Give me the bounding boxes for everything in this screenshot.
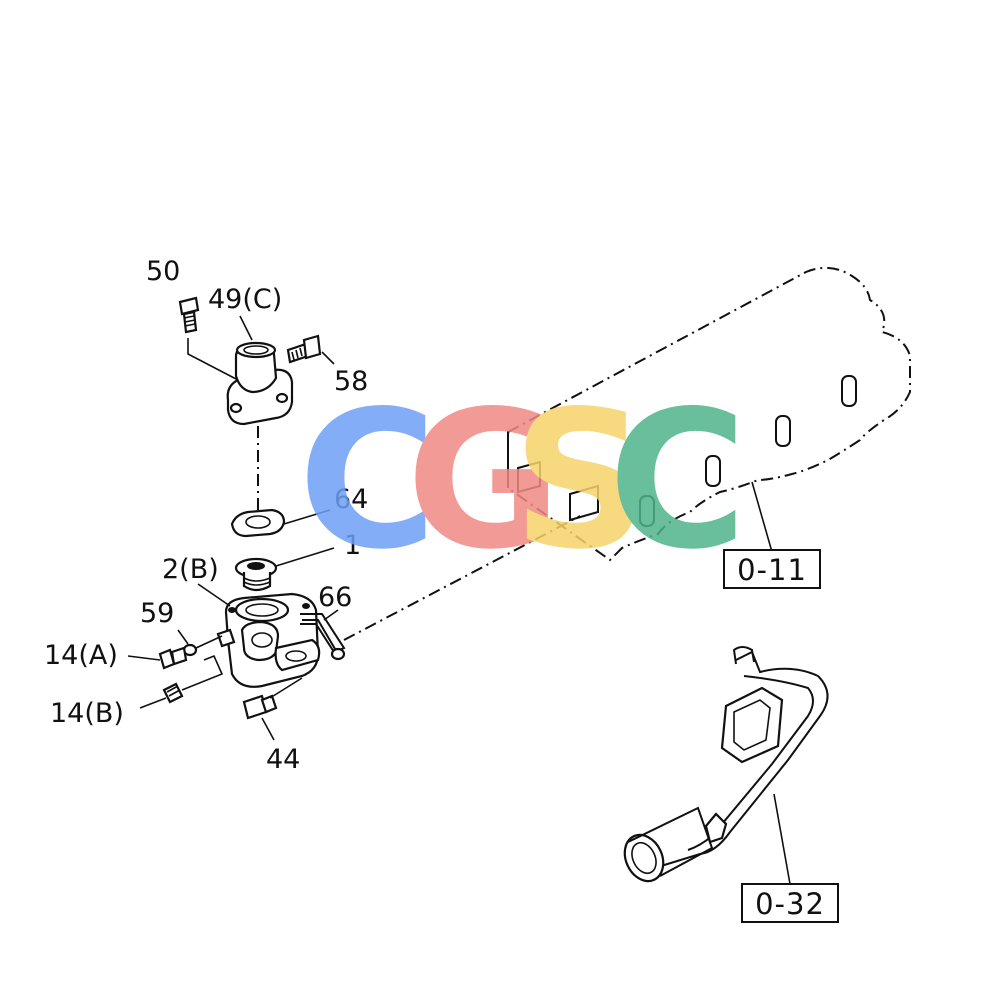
callout-49c: 49(C) <box>208 284 282 315</box>
washer <box>177 629 223 657</box>
watermark-letter-c2: C <box>608 370 747 591</box>
thermostat-housing <box>197 583 321 688</box>
callout-2b: 2(B) <box>162 554 219 585</box>
bypass-pipe <box>300 515 581 661</box>
thermostat <box>234 547 335 592</box>
callout-64: 64 <box>334 484 368 515</box>
callout-59: 59 <box>140 598 174 629</box>
ref-label-0-11: 0-11 <box>737 553 807 587</box>
watermark-letter-s: S <box>512 370 649 591</box>
cgsc-watermark: C G S C <box>298 370 747 591</box>
port-3 <box>705 455 721 487</box>
bolt-14b <box>139 654 224 709</box>
callout-1: 1 <box>344 530 361 561</box>
bolt-44 <box>242 677 303 741</box>
port-1 <box>841 375 857 407</box>
thermostat-housing-cover <box>178 296 335 516</box>
callout-44: 44 <box>266 744 300 775</box>
bolt-14a <box>127 646 188 670</box>
gasket <box>230 508 331 538</box>
callout-58: 58 <box>334 366 368 397</box>
water-pipe <box>623 646 829 885</box>
ref-box-cylinder-head[interactable]: 0-11 <box>723 549 821 589</box>
port-4 <box>639 495 655 527</box>
callout-66: 66 <box>318 582 352 613</box>
ref-label-0-32: 0-32 <box>755 887 825 921</box>
callout-14a: 14(A) <box>44 640 118 671</box>
watermark-letter-c1: C <box>298 370 437 591</box>
ref-box-water-pipe[interactable]: 0-32 <box>741 883 839 923</box>
callout-50: 50 <box>146 256 180 287</box>
callout-14b: 14(B) <box>50 698 124 729</box>
cylinder-head-outline <box>507 266 911 562</box>
watermark-letter-g: G <box>406 370 562 591</box>
port-2 <box>775 415 791 447</box>
